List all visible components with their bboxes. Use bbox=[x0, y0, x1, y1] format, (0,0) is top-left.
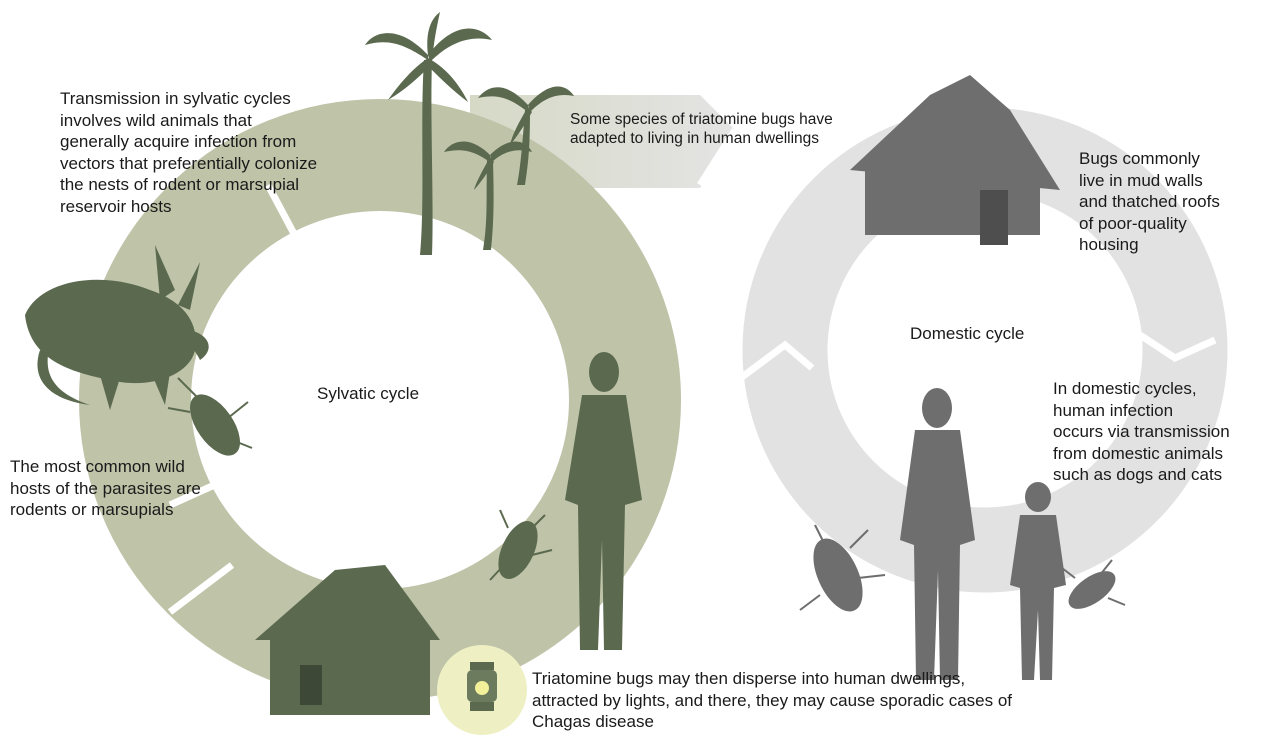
annotation-mud-walls: Bugs commonly live in mud walls and that… bbox=[1079, 148, 1220, 256]
human-figure-icon bbox=[900, 388, 975, 680]
lantern-icon bbox=[467, 662, 497, 711]
cycle-label-domestic: Domestic cycle bbox=[910, 323, 1024, 345]
cycle-label-sylvatic: Sylvatic cycle bbox=[317, 383, 419, 405]
hut-icon bbox=[850, 75, 1060, 245]
annotation-dispersal: Triatomine bugs may then disperse into h… bbox=[532, 668, 1012, 733]
annotation-domestic-transmission: In domestic cycles, human infection occu… bbox=[1053, 378, 1230, 486]
annotation-sylvatic-transmission: Transmission in sylvatic cycles involves… bbox=[60, 88, 317, 217]
annotation-wild-hosts: The most common wild hosts of the parasi… bbox=[10, 456, 201, 521]
annotation-adaptation: Some species of triatomine bugs have ada… bbox=[570, 110, 833, 148]
